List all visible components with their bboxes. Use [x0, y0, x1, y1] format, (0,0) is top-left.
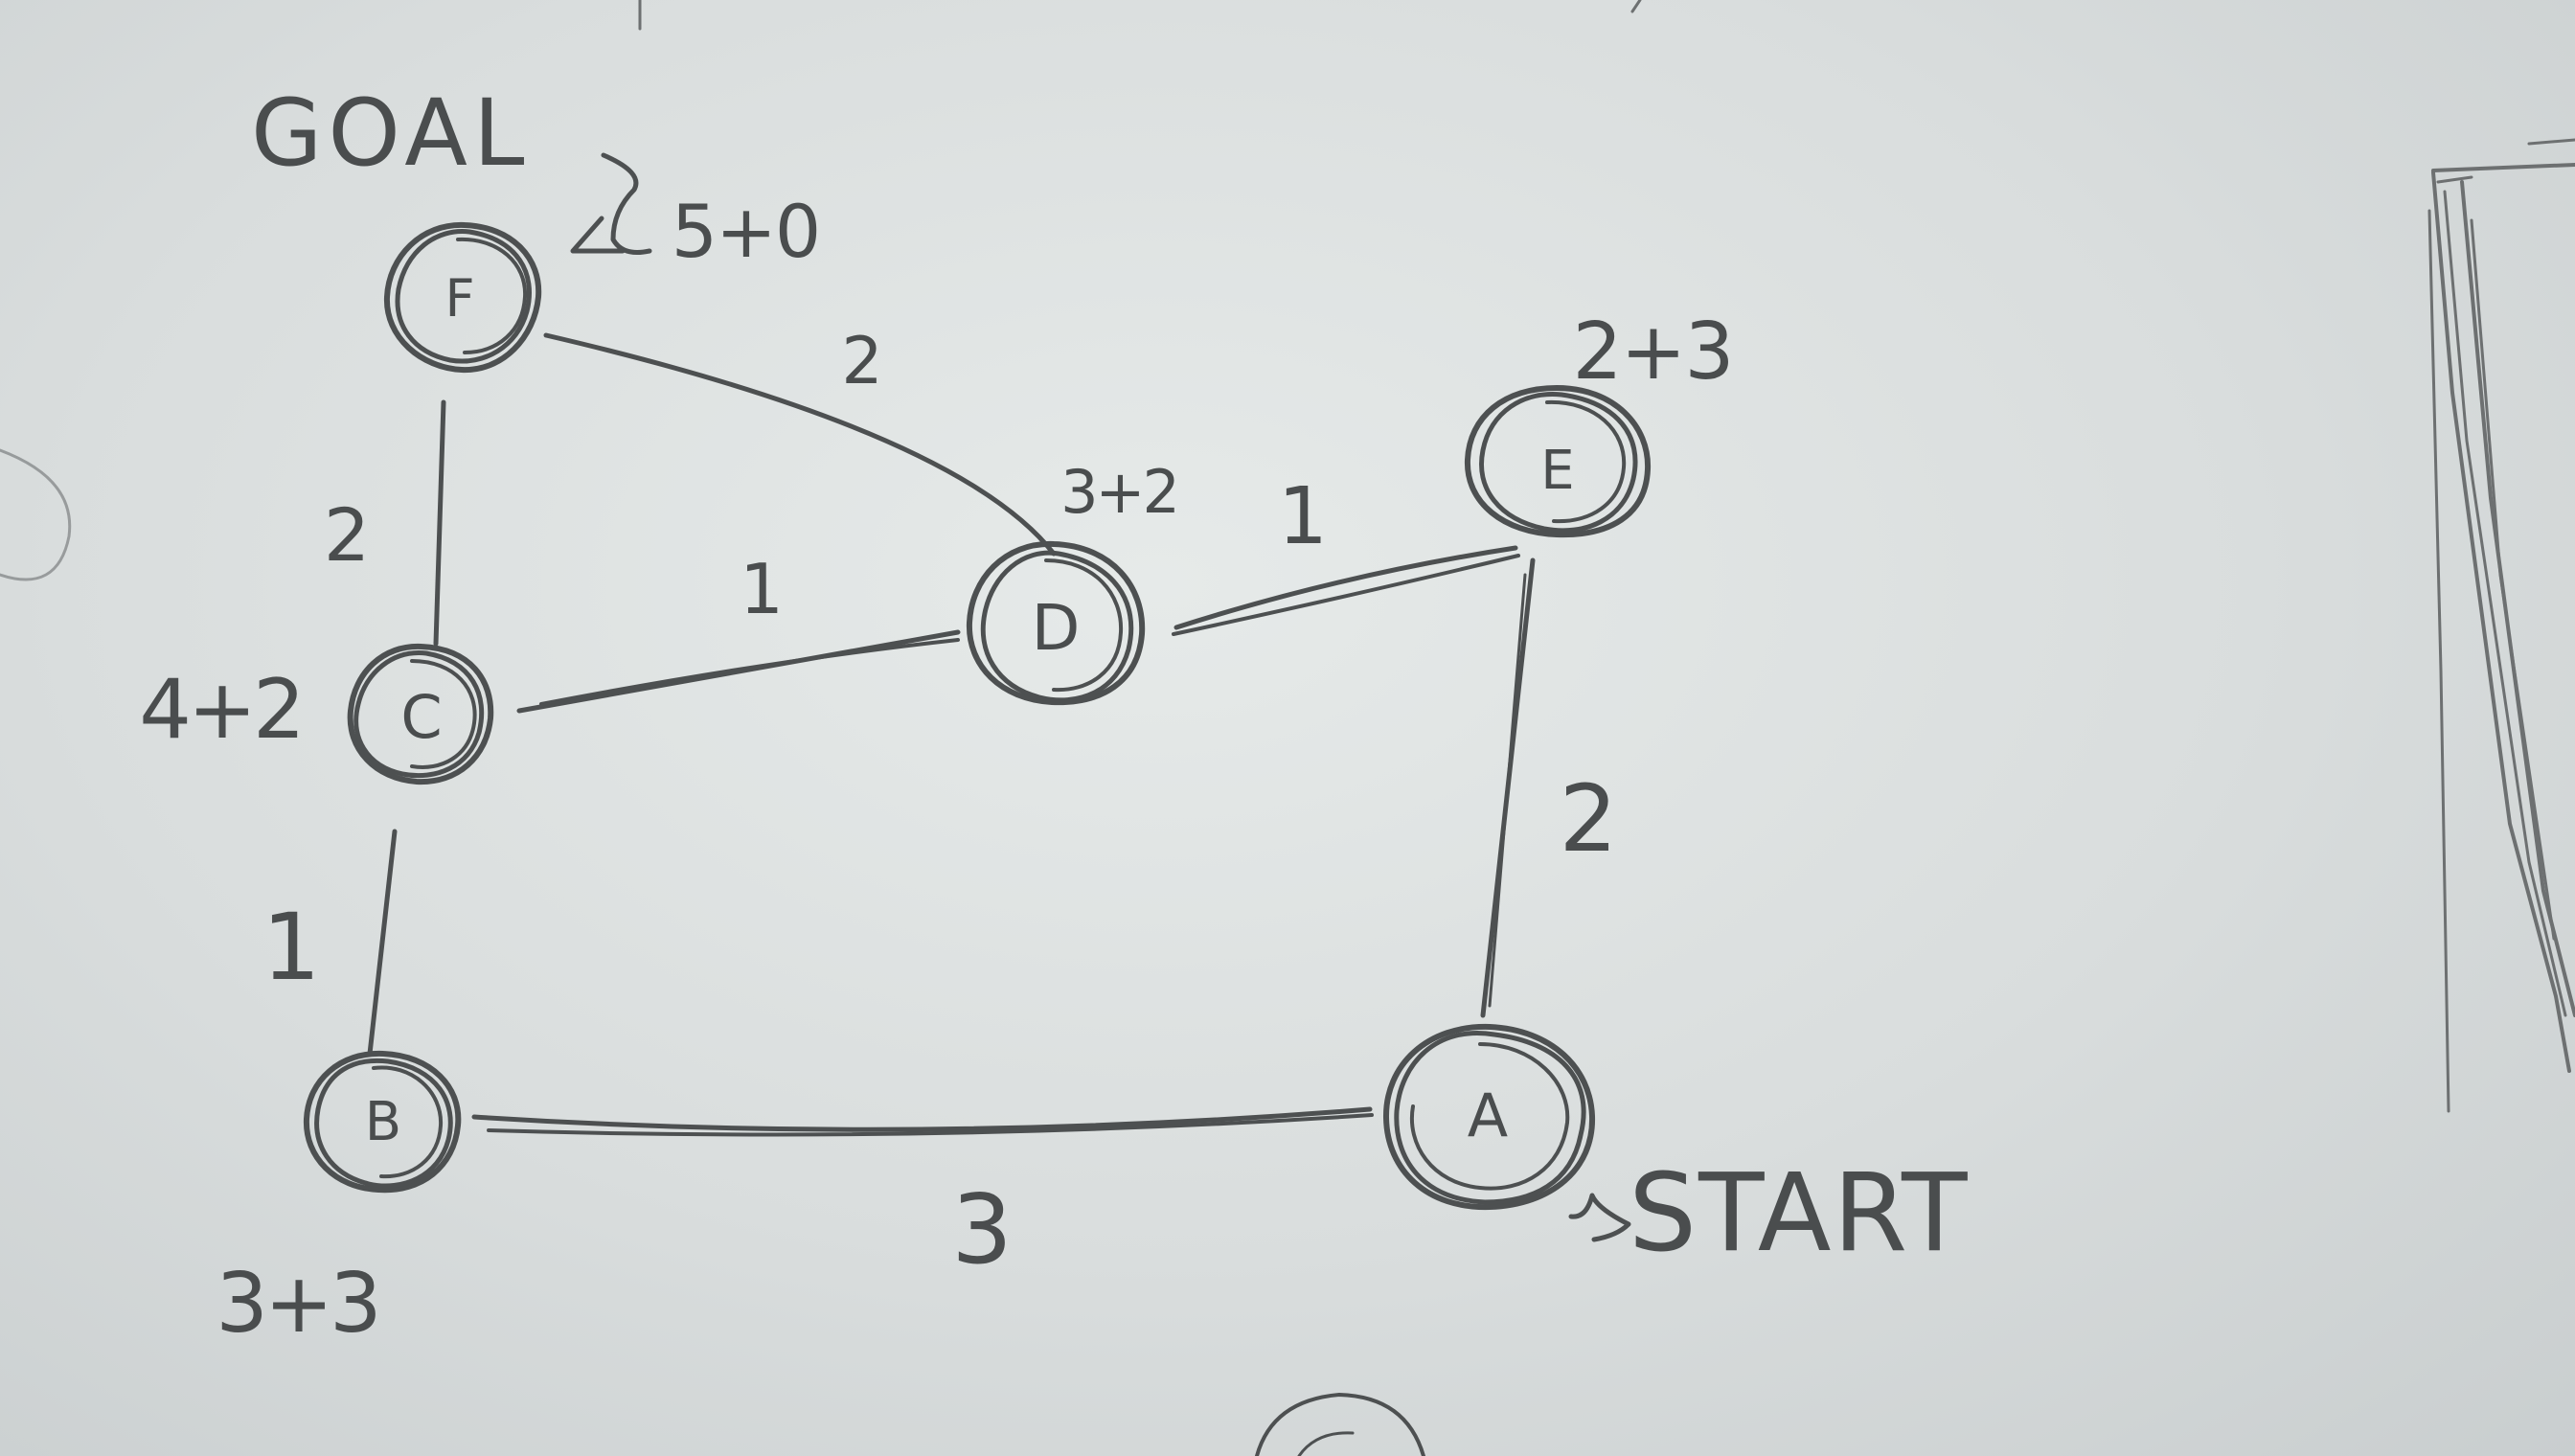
node-label: B	[365, 1091, 401, 1153]
node-label: C	[400, 682, 442, 752]
node-label: F	[444, 268, 474, 329]
node-cost-e: 2+3	[1572, 307, 1732, 398]
edge-weight-a-b: 3	[951, 1173, 1013, 1285]
edge-c-d	[516, 629, 961, 714]
node-cost-d: 3+2	[1060, 457, 1177, 527]
edge-weight-b-c: 1	[262, 894, 320, 1001]
goal-arrowhead	[570, 216, 626, 254]
edge-weight-a-e: 2	[1559, 765, 1617, 873]
node-d[interactable]: D	[966, 540, 1146, 706]
paper-mark	[1630, 0, 1642, 13]
edge-d-e	[1172, 545, 1520, 636]
edge-weight-d-e: 1	[1278, 471, 1328, 562]
node-f[interactable]: F	[383, 221, 542, 374]
start-arrow	[1568, 1193, 1631, 1242]
node-cost-b: 3+3	[216, 1256, 378, 1352]
margin-strokes	[2427, 138, 2575, 1113]
paper-mark	[0, 448, 72, 581]
goal-label: GOAL	[251, 80, 530, 187]
edge-weight-c-f: 2	[324, 492, 370, 578]
paper-mark	[1255, 1393, 1425, 1456]
edge-weight-c-d: 1	[740, 549, 784, 629]
edge-a-b	[471, 1106, 1374, 1137]
node-c[interactable]: C	[347, 643, 494, 785]
edge-b-c	[367, 829, 398, 1057]
edge-weight-d-f: 2	[841, 324, 882, 399]
node-cost-c: 4+2	[139, 662, 302, 758]
node-e[interactable]: E	[1464, 385, 1652, 538]
edge-a-e	[1480, 557, 1536, 1018]
node-label: A	[1468, 1081, 1508, 1150]
paper-mark	[1297, 1431, 1355, 1456]
edge-c-f	[433, 399, 446, 647]
node-a[interactable]: A	[1382, 1023, 1596, 1211]
node-label: D	[1032, 591, 1081, 665]
goal-arrow	[601, 152, 652, 255]
node-b[interactable]: B	[303, 1050, 462, 1194]
start-label: START	[1629, 1151, 1970, 1276]
node-label: E	[1540, 440, 1574, 502]
edge-d-f	[543, 332, 1057, 557]
node-cost-f: 5+0	[672, 189, 819, 274]
